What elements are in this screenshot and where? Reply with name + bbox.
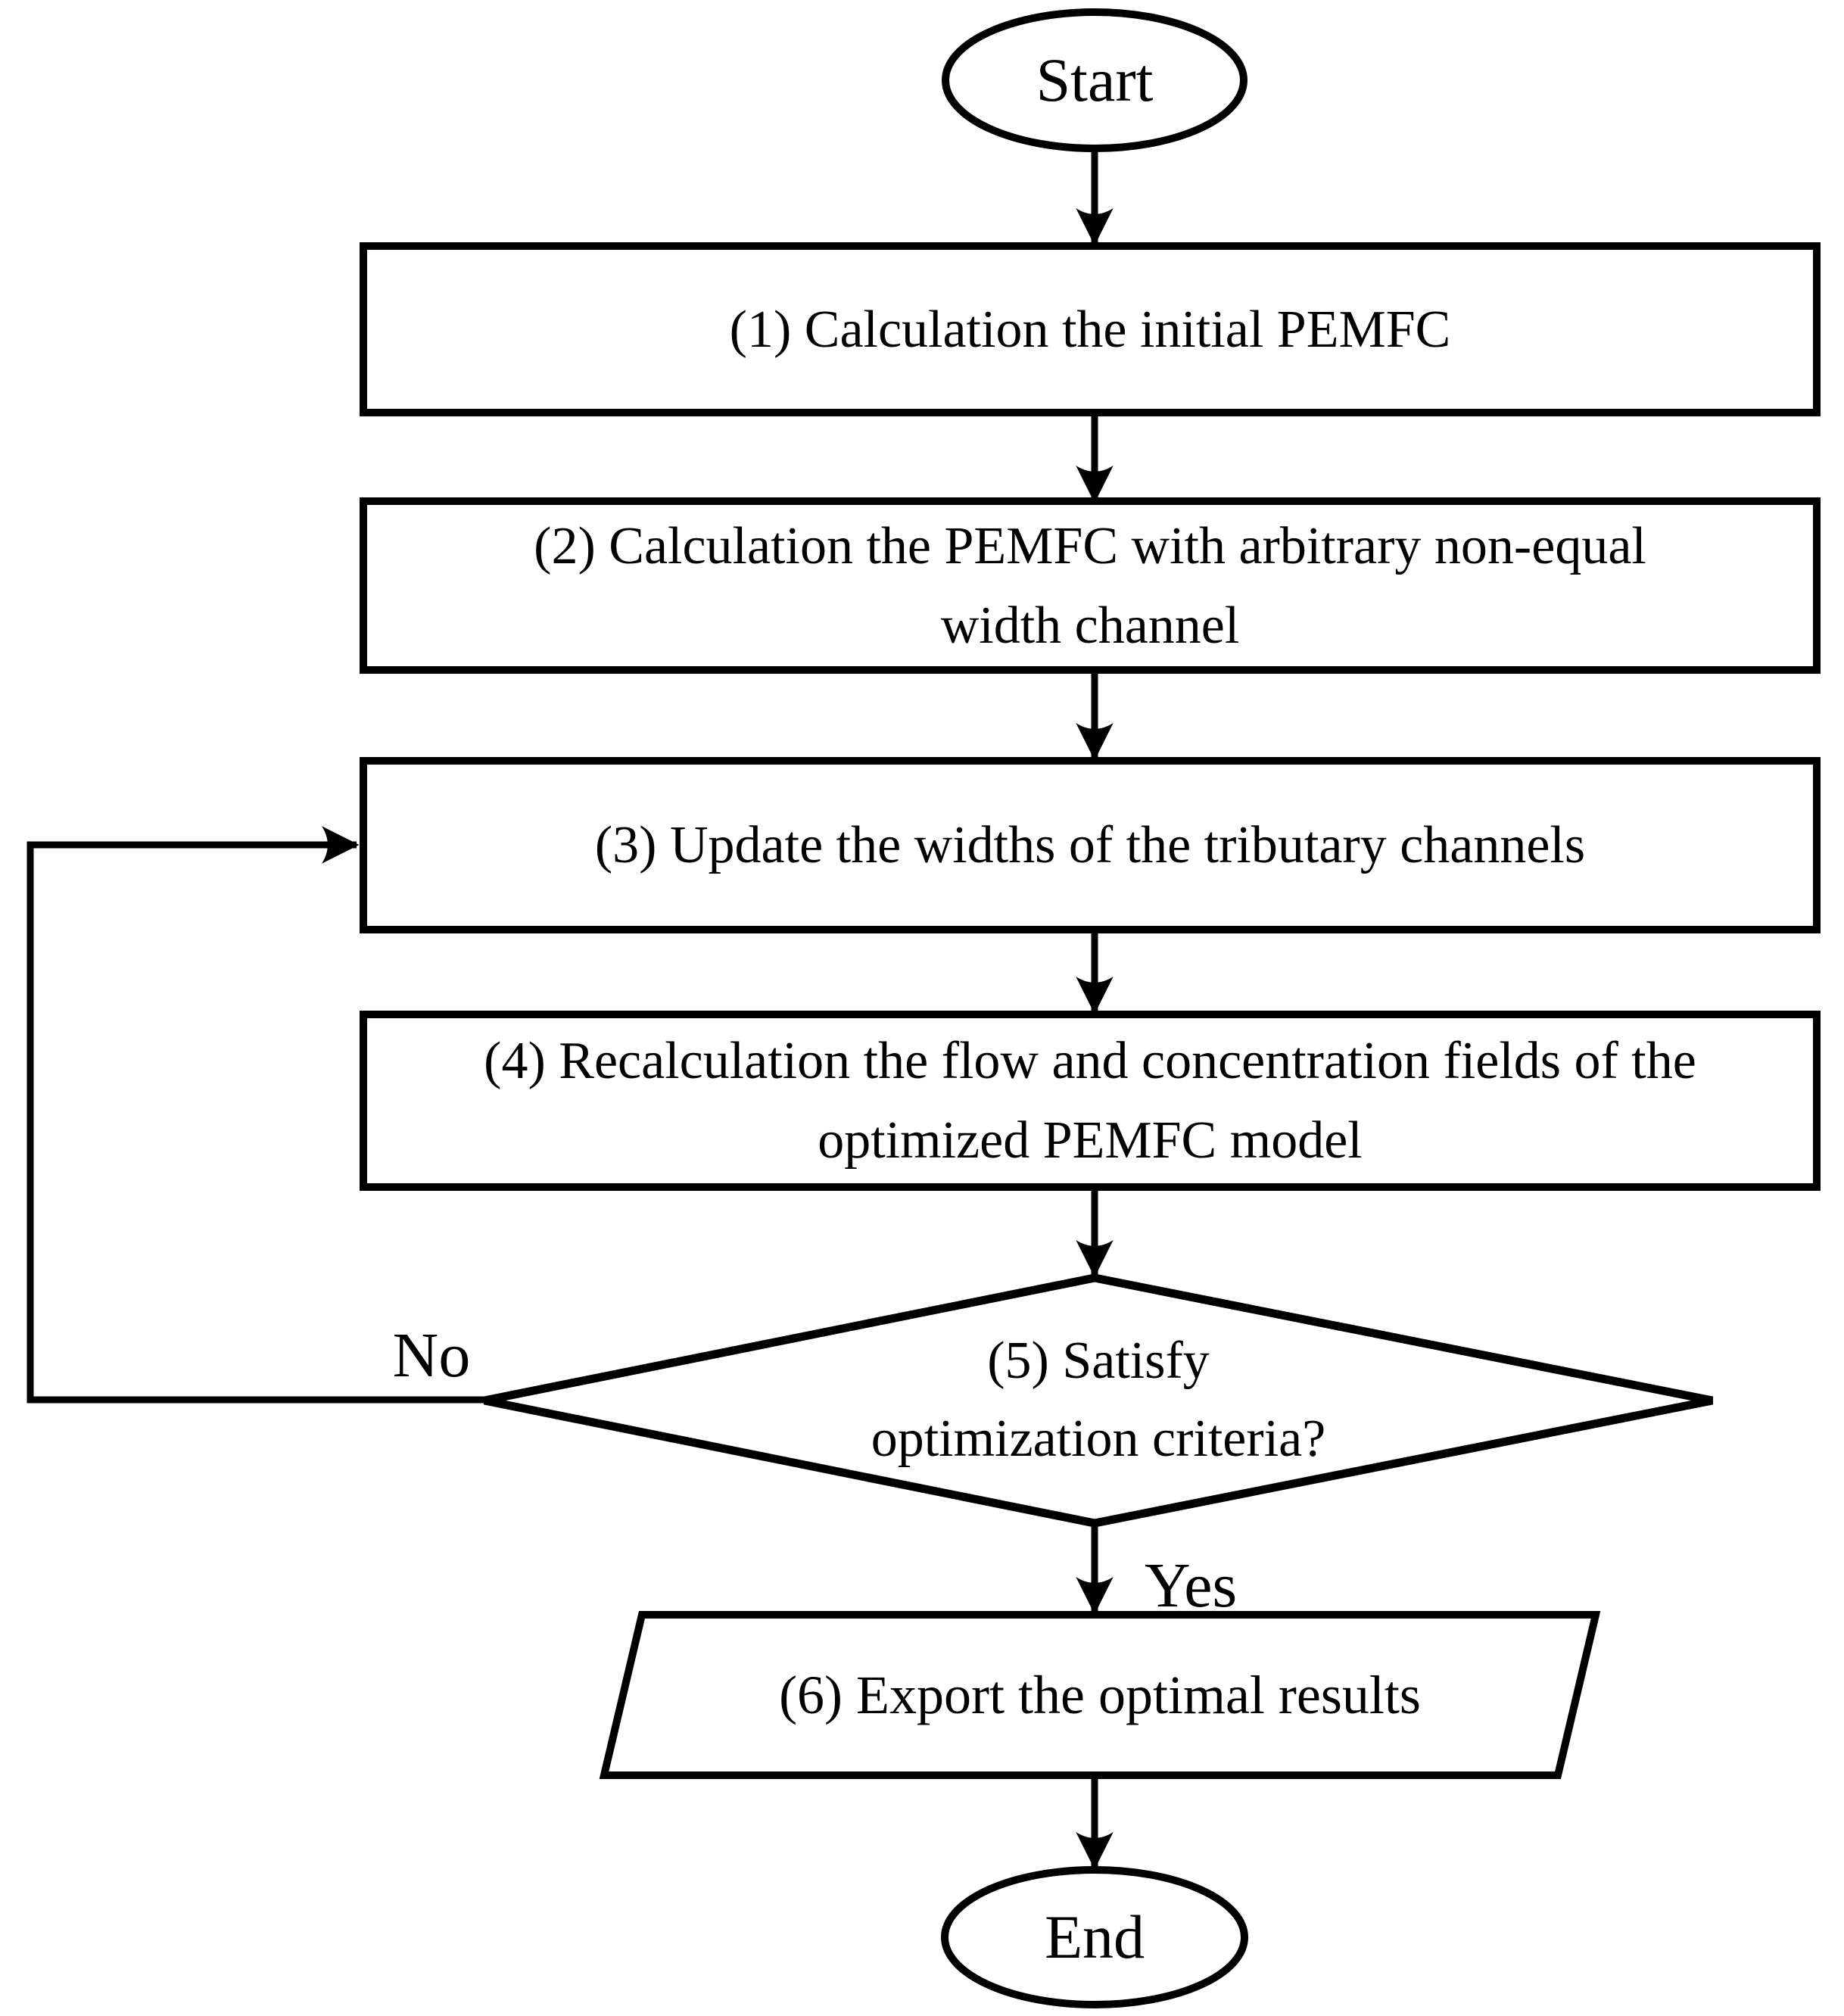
step2-process-shape [360, 497, 1821, 674]
connectors [26, 148, 1114, 1870]
step6-io-parallelogram-shape [599, 1611, 1601, 1779]
start-terminator-shape [942, 8, 1248, 152]
connector-step5-step3-no-loop [26, 826, 487, 1404]
step1-process-shape [360, 242, 1821, 416]
node-shapes [360, 8, 1821, 2008]
end-terminator-shape [941, 1866, 1248, 2008]
step3-process-shape [360, 757, 1821, 933]
step4-process-shape [360, 1011, 1821, 1191]
step5-decision-diamond-shape [483, 1273, 1714, 1528]
